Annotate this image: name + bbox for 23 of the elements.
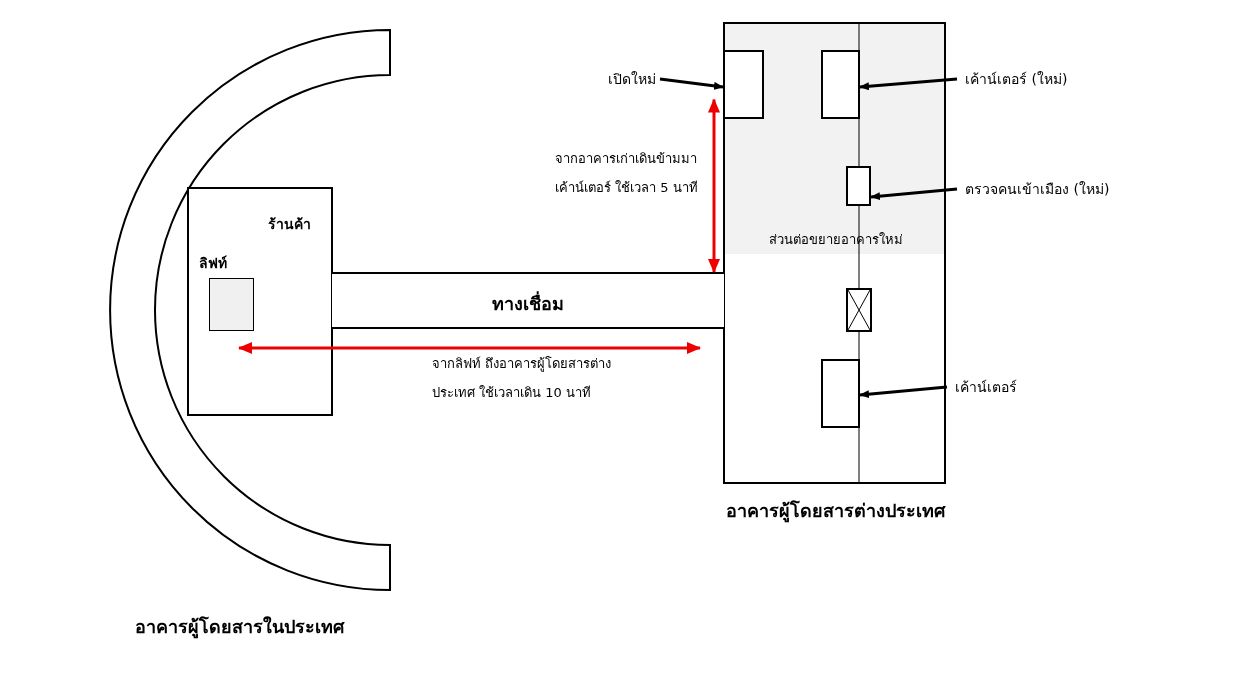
callout-label: ตรวจคนเข้าเมือง (ใหม่)	[965, 176, 1110, 202]
counter-box	[846, 166, 871, 206]
callout-label: เปิดใหม่	[556, 66, 656, 92]
corridor	[332, 272, 724, 329]
counter-box	[821, 50, 860, 119]
terminal-name: อาคารผู้โดยสารต่างประเทศ	[724, 499, 947, 525]
leader-arrow	[859, 77, 958, 91]
area-label: ส่วนต่อขยายอาคารใหม่	[769, 231, 903, 249]
lift-label: ลิฟท์	[199, 254, 227, 273]
extension-area	[724, 23, 945, 254]
counter-box	[723, 50, 764, 119]
double-arrow	[708, 98, 720, 273]
leader-arrow	[659, 77, 724, 90]
corridor-label: ทางเชื่อม	[491, 290, 565, 316]
counter-box	[821, 359, 860, 428]
crossed-box	[846, 288, 872, 332]
callout-label: เค้าน์เตอร์ (ใหม่)	[965, 66, 1068, 92]
leader-arrow	[870, 187, 958, 201]
double-arrow	[238, 342, 701, 354]
callout-label: เค้าน์เตอร์	[955, 374, 1017, 400]
building-box	[187, 187, 333, 416]
terminal-name: อาคารผู้โดยสารในประเทศ	[135, 615, 344, 641]
shop-label: ร้านค้า	[268, 215, 311, 234]
